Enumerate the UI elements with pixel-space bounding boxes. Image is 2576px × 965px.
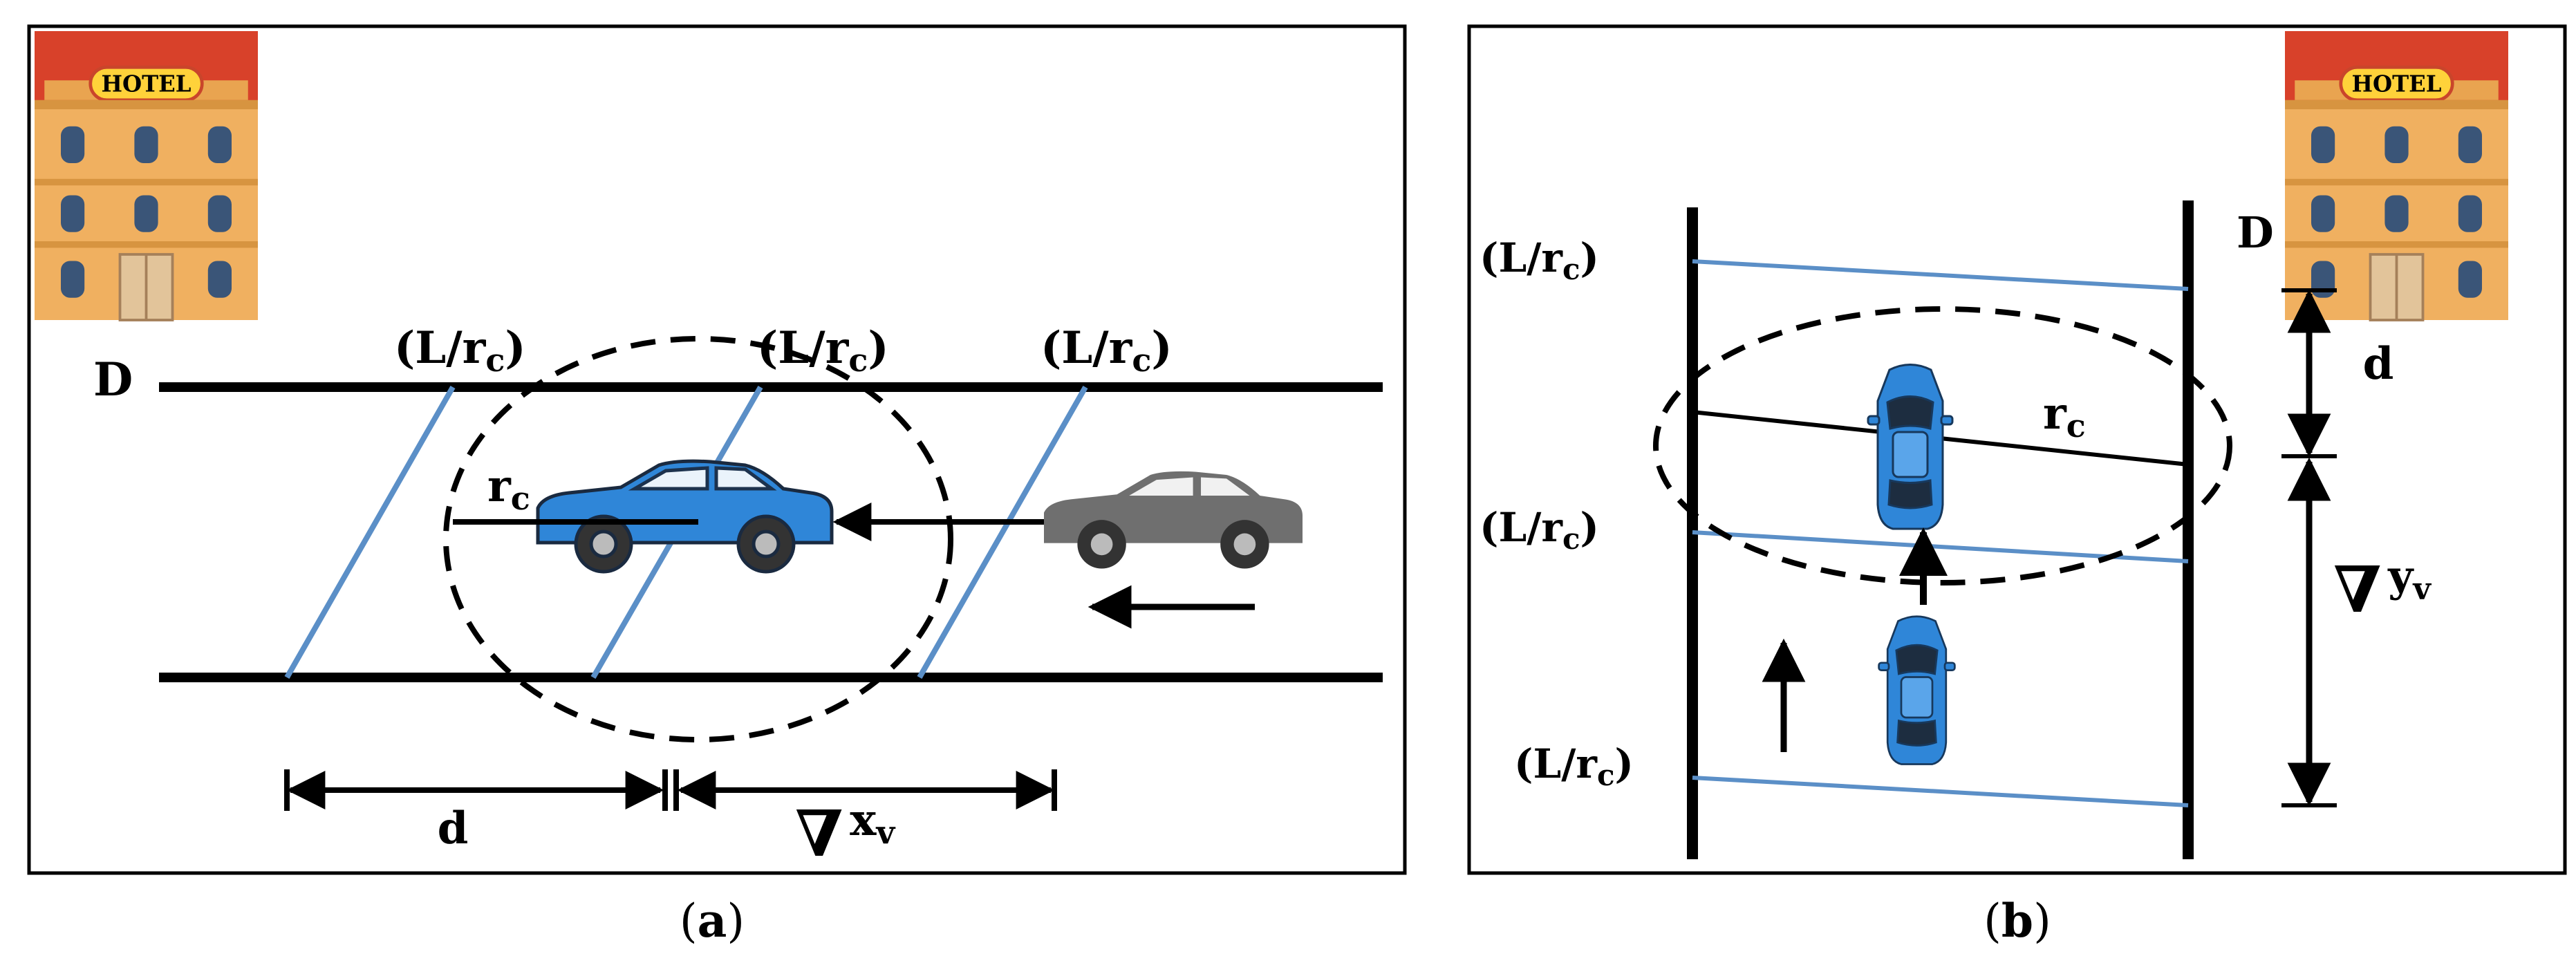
crossing-label-2: (L/rc) — [757, 322, 889, 379]
crossing-line-1 — [1692, 259, 2189, 291]
crossing-label-1: (L/rc) — [1480, 234, 1599, 286]
caption-a: (a) — [680, 894, 745, 948]
crossing-label-1: (L/rc) — [394, 322, 526, 379]
coverage-circle — [443, 336, 953, 742]
car-blue-top-icon — [1878, 615, 1956, 765]
distance-label: d — [438, 803, 469, 854]
hotel-sign: HOTEL — [2351, 71, 2441, 97]
hotel-icon: HOTEL — [2285, 31, 2508, 320]
crossing-label-2: (L/rc) — [1480, 504, 1599, 556]
radius-label: rc — [2043, 388, 2086, 444]
corner-label-d: D — [2237, 207, 2274, 258]
delta-x-label: ∇xv — [795, 794, 895, 871]
car-blue-icon — [538, 461, 832, 572]
caption-b: (b) — [1984, 894, 2051, 948]
panel-b: HOTEL rc (L/rc) (L/rc) (L/rc) D — [1467, 24, 2567, 948]
coverage-circle — [1653, 306, 2232, 585]
car-gray-icon — [1044, 471, 1303, 569]
car-blue-top-icon — [1867, 364, 1954, 530]
corner-label-d: D — [93, 353, 133, 406]
panel-b-frame — [1467, 24, 2567, 875]
crossing-line-3 — [1692, 776, 2189, 807]
radius-label: rc — [487, 460, 530, 517]
hotel-icon: HOTEL — [35, 31, 258, 320]
crossing-line-3 — [917, 386, 1088, 679]
panel-a-frame — [27, 24, 1407, 875]
crossing-line-1 — [284, 386, 456, 679]
crossing-label-3: (L/rc) — [1040, 322, 1173, 379]
delta-y-label: ∇yv — [2333, 551, 2432, 627]
distance-label: d — [2363, 338, 2394, 390]
panel-a: HOTEL (L/rc) (L/rc) (L/rc) D rc — [27, 24, 1407, 948]
hotel-sign: HOTEL — [101, 71, 191, 97]
crossing-label-3: (L/rc) — [1514, 740, 1634, 792]
